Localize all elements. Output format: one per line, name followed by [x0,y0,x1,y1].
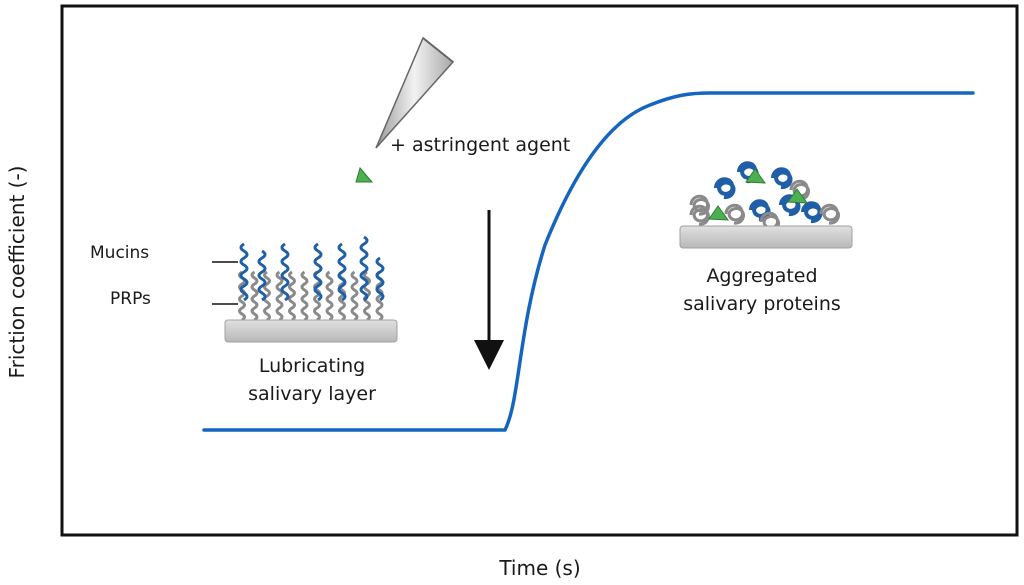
y-axis-label: Friction coefficient (-) [5,166,29,379]
right-caption-line1: Aggregated [706,265,817,287]
prp-chain [300,270,309,322]
prp-aggregate [724,203,746,225]
mucin-chain [375,256,385,302]
prp-chain [275,270,284,322]
mucin-chain [280,242,290,302]
prp-chain [263,270,271,322]
prp-chain [250,270,259,322]
mucin-chain [257,249,267,302]
mucins-label: Mucins [90,243,149,263]
astringent-agent-icon [787,188,809,204]
prp-chain [288,270,296,322]
plot-frame [60,4,1019,537]
prp-chain [325,270,334,322]
x-axis-label: Time (s) [498,556,580,580]
lubricating-layer-illustration [224,235,398,343]
left-caption-line1: Lubricating [259,355,365,377]
mucin-chains [239,235,385,302]
mucin-aggregate [801,201,823,224]
prp-aggregate [689,204,711,226]
right-surface [679,225,853,249]
mucin-chain [239,242,249,302]
mucin-chain [359,235,369,302]
mucin-chain [313,242,323,302]
mucin-aggregate [714,177,736,200]
astringent-agent-icon [355,166,374,183]
pipette-icon [375,36,455,149]
prp-chain [350,270,359,322]
prp-aggregate [759,211,781,233]
astringent-agent-label: + astringent agent [390,134,570,156]
protein-aggregates [689,161,841,233]
left-surface [224,319,398,343]
left-caption-line2: salivary layer [248,383,376,405]
prp-aggregate [819,203,841,225]
mucin-aggregate [771,167,793,190]
friction-curve [202,91,975,432]
mucin-chain [337,242,347,302]
astringent-agent-icon [708,205,730,221]
astringent-agent-icon [745,168,767,184]
prps-label: PRPs [110,289,151,309]
mucin-aggregate [749,199,771,222]
aggregated-proteins-illustration [679,161,853,249]
right-caption-line2: salivary proteins [683,293,841,315]
